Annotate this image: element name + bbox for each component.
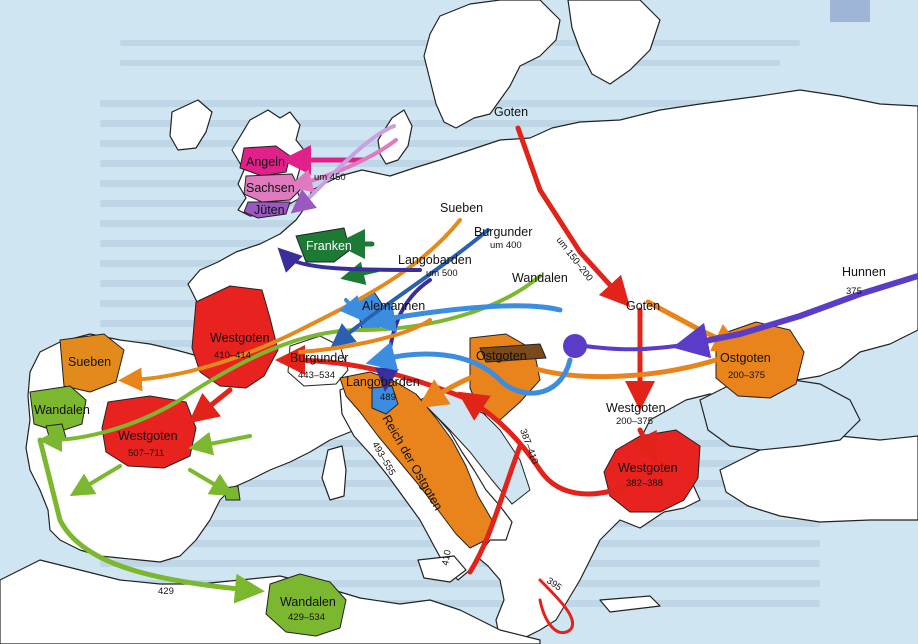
label-westgoten-iberia: Westgoten [118,429,178,443]
label-franken: Franken [306,239,352,253]
region-jueten [243,201,291,219]
route-sachsen [288,138,398,193]
route-jueten [290,124,396,214]
label-langobarden-north-date: um 500 [426,268,458,279]
label-route-date-410: 410 [440,549,454,567]
label-ostgoten-east-date: 200–375 [728,370,765,381]
region-westgoten-iberia [101,395,197,469]
label-goten-mid: Goten [626,299,660,313]
route-goten-south [515,125,631,308]
label-westgoten-iberia-date: 507–711 [128,448,164,459]
land-jutland [377,109,413,165]
region-westgoten-greece [603,429,701,513]
label-langobarden-italy-date: 489 [380,392,396,403]
route-wandalen-green-2 [188,468,235,497]
label-wandalen-iberia: Wandalen [34,403,90,417]
page-tab [830,0,870,22]
route-westgoten-italy [457,391,643,497]
route-wandalen-green-3 [69,464,122,497]
route-alemannen-3 [339,295,364,322]
map-labels: Goten Sueben Burgunder um 400 um 150–200… [34,105,886,623]
land-finland [567,0,661,85]
label-wandalen-africa: Wandalen [280,595,336,609]
land-ireland [169,99,213,151]
region-brown-balkan [479,343,547,363]
label-westgoten-east: Westgoten [606,401,666,415]
label-westgoten-east-date: 200–375 [616,416,653,427]
route-alemannen-1 [365,302,563,333]
route-alemannen-2 [365,341,573,396]
hunnen-center [563,334,587,358]
region-green-small [223,485,241,501]
label-wandalen-africa-date: 429–534 [288,612,325,623]
route-wandalen [38,274,542,452]
land-scandinavia [423,0,561,129]
label-burgunder-gaul: Burgunder [290,351,348,365]
region-wandalen-iberia [29,385,87,433]
label-westgoten-gaul-date: 410–414 [214,350,251,361]
label-alemannen: Alemannen [362,299,425,313]
label-ostgoten-balkan: Ostgoten [476,349,527,363]
label-sachsen: Sachsen [246,181,295,195]
land-sardinia [321,445,347,501]
label-hunnen: Hunnen [842,265,886,279]
route-wandalen-iberia-south [37,437,63,523]
label-wandalen-africa-year: 429 [158,586,174,597]
label-langobarden-italy: Langobarden [346,375,420,389]
label-langobarden-north: Langobarden [398,253,472,267]
label-angeln: Angeln [246,155,285,169]
land-sicily [417,555,467,583]
label-hunnen-date: 375 [846,286,862,297]
route-hunnen [672,273,918,359]
label-westgoten-greece-date: 382–388 [626,478,663,489]
route-wandalen-green-4 [188,431,252,456]
label-burgunder-north: Burgunder [474,225,532,239]
route-westgoten-greece [629,427,657,464]
route-westgoten-italy-south [467,443,523,575]
route-sueben [118,218,462,392]
land-crete [599,595,661,613]
route-orange-sueben-north [298,318,432,354]
label-sachsen-date: um 450 [314,172,346,183]
label-westgoten-greece: Westgoten [618,461,678,475]
label-sueben-north: Sueben [440,201,483,215]
migration-routes [37,124,918,634]
route-ostgoten-italy [417,357,719,409]
route-red-greece-loop [538,578,575,634]
region-sueben-iberia [59,333,125,393]
label-westgoten-gaul: Westgoten [210,331,270,345]
route-wandalen-africa [57,517,265,604]
label-wandalen-north: Wandalen [512,271,568,285]
region-westgoten-gaul [191,285,279,389]
label-burgunder-north-date: um 400 [490,240,522,251]
route-westgoten-iberia [188,387,233,424]
label-ostgoten-east: Ostgoten [720,351,771,365]
region-wandalen-africa [265,573,347,637]
label-sueben-iberia: Sueben [68,355,111,369]
route-burgunder [330,228,490,348]
label-burgunder-gaul-date: 443–534 [298,370,335,381]
label-goten-top: Goten [494,105,528,119]
route-langobarden-loop [277,247,422,273]
label-jueten: Jüten [254,203,285,217]
